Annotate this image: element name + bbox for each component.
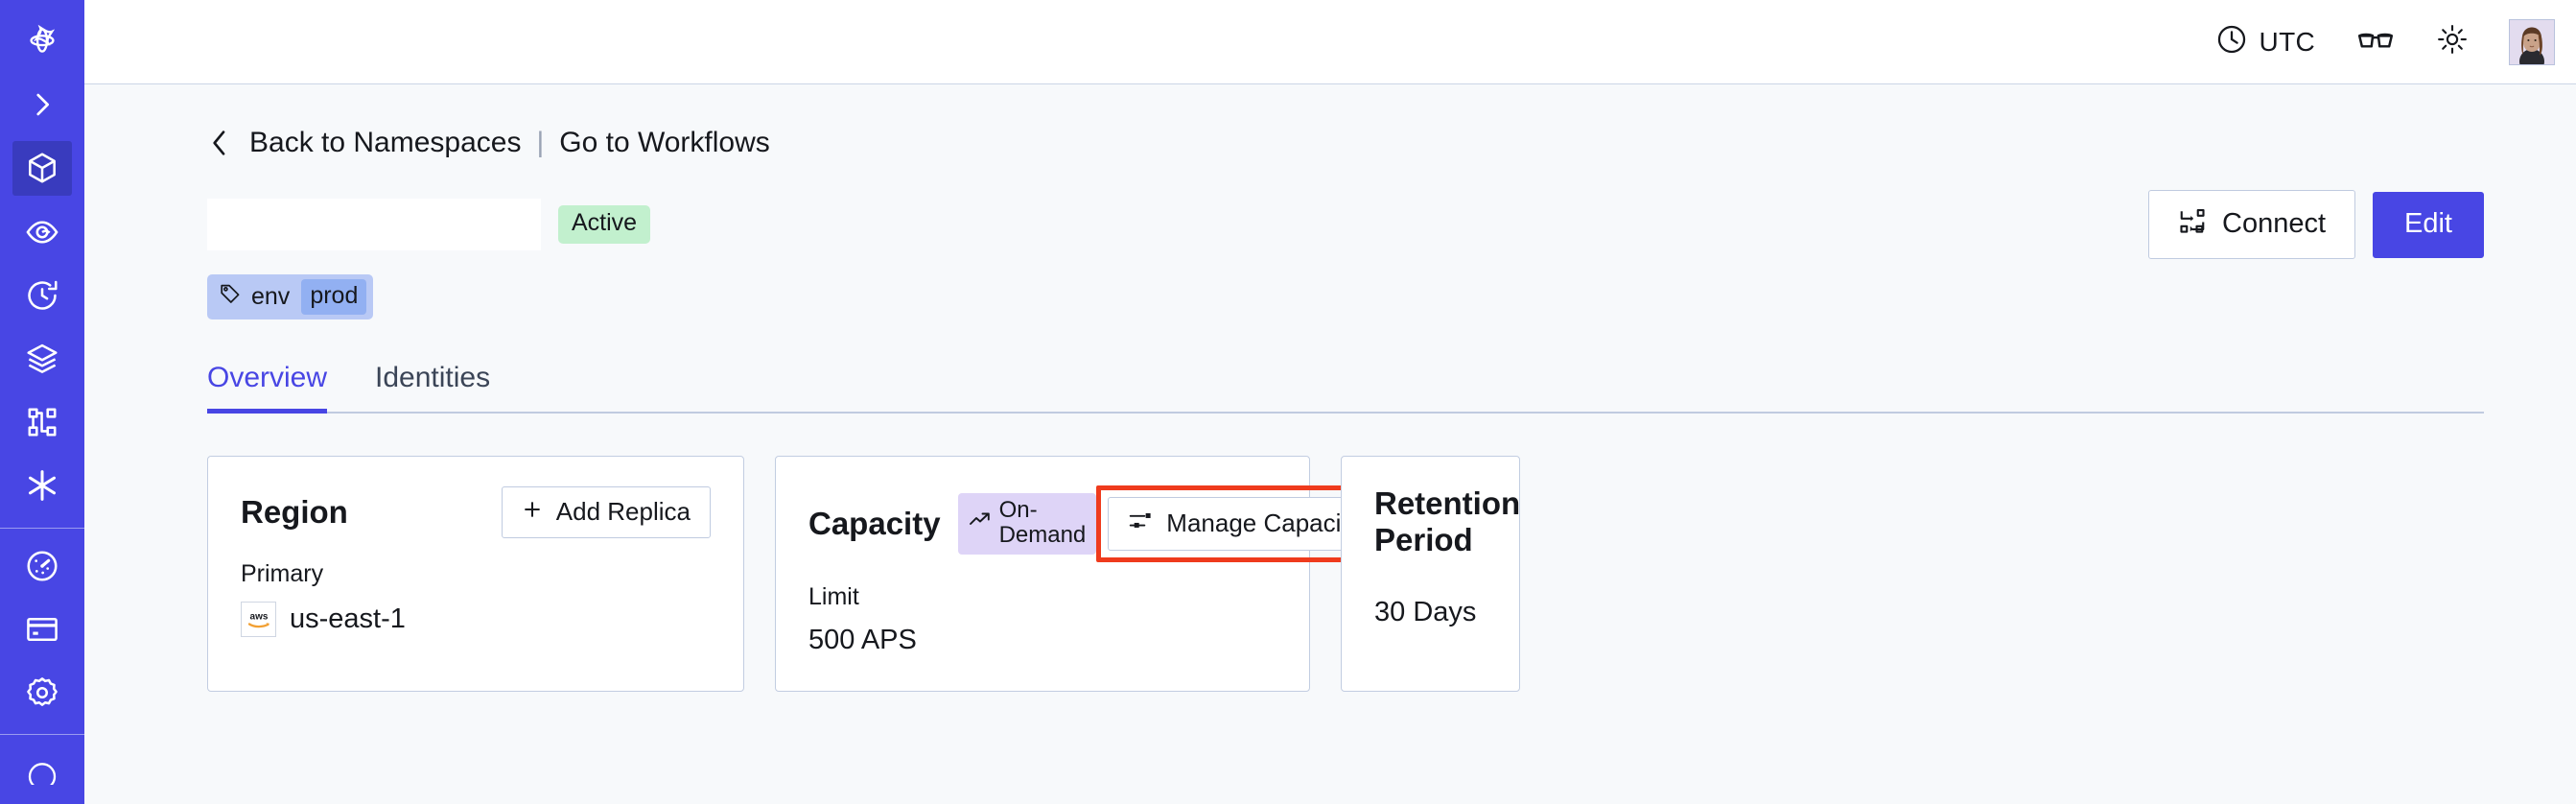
breadcrumb-separator: | [536, 127, 545, 158]
tab-identities-label: Identities [375, 362, 491, 393]
svg-text:aws: aws [249, 611, 268, 622]
trending-up-icon [969, 510, 992, 535]
clock-icon [2215, 23, 2248, 60]
add-replica-label: Add Replica [555, 497, 691, 526]
namespace-tag[interactable]: env prod [207, 274, 374, 319]
workflows-icon [25, 405, 59, 439]
capacity-card-head: Capacity On-Demand [808, 485, 1393, 562]
aws-icon: aws [241, 602, 276, 637]
status-badge: Active [558, 205, 651, 244]
sidebar-item-observability[interactable] [12, 205, 72, 259]
manage-capacity-button[interactable]: Manage Capacity [1108, 497, 1381, 551]
theme-toggle-button[interactable] [2436, 23, 2469, 60]
breadcrumb[interactable]: Back to Namespaces | Go to Workflows [207, 127, 770, 159]
batch-operations-icon [24, 341, 60, 377]
tag-value: prod [301, 279, 367, 315]
connect-button-label: Connect [2222, 207, 2327, 239]
nexus-icon [23, 466, 61, 505]
connect-icon [2178, 207, 2207, 240]
capacity-card: Capacity On-Demand [775, 456, 1393, 692]
help-icon [24, 760, 60, 785]
overview-cards: Region Add Replica [207, 456, 2484, 692]
namespace-header-row: Active [207, 190, 2484, 259]
sliders-icon [1128, 509, 1153, 536]
region-primary-value: us-east-1 [290, 603, 406, 634]
page-title [207, 199, 541, 250]
sidebar-item-nexus[interactable] [12, 459, 72, 512]
edit-button-label: Edit [2404, 207, 2452, 239]
topbar: UTC [84, 0, 2576, 84]
plus-icon [522, 499, 543, 524]
glasses-icon [2357, 24, 2394, 59]
sidebar-item-workflows[interactable] [12, 395, 72, 449]
tag-icon [219, 282, 242, 312]
sidebar-item-namespaces[interactable] [12, 141, 72, 196]
sidebar-item-help[interactable] [12, 745, 72, 799]
region-primary-label: Primary [241, 560, 324, 587]
tab-overview[interactable]: Overview [207, 362, 348, 414]
region-card-title: Region [241, 494, 348, 530]
namespaces-icon [24, 150, 60, 186]
chevron-left-icon [207, 128, 232, 158]
retention-card-head: Retention Period [1374, 485, 1520, 558]
region-card: Region Add Replica [207, 456, 744, 692]
region-card-head: Region Add Replica [241, 485, 711, 539]
retention-card: Retention Period 30 Days [1341, 456, 1520, 692]
tab-overview-label: Overview [207, 362, 328, 393]
capacity-mode-label: On-Demand [998, 496, 1087, 548]
sidebar-item-usage[interactable] [12, 538, 72, 592]
capacity-limit-value: 500 APS [808, 625, 917, 655]
billing-icon [24, 611, 60, 648]
region-card-action: Add Replica [501, 486, 711, 538]
timezone-label: UTC [2259, 26, 2315, 57]
schedules-icon [24, 277, 60, 314]
capacity-limit-label: Limit [808, 583, 859, 610]
sidebar-item-schedules[interactable] [12, 269, 72, 322]
expand-sidebar-icon[interactable] [12, 78, 72, 131]
timezone-selector[interactable]: UTC [2215, 23, 2315, 60]
sidebar-divider-bottom [0, 733, 84, 735]
breadcrumb-workflows-link[interactable]: Go to Workflows [559, 127, 770, 158]
tag-row: env prod [207, 274, 2484, 319]
observability-icon [24, 214, 60, 250]
logo-icon[interactable] [12, 14, 72, 68]
breadcrumb-back-link[interactable]: Back to Namespaces [249, 127, 522, 158]
header-actions: Connect Edit [2148, 190, 2484, 259]
reader-mode-button[interactable] [2357, 24, 2394, 59]
tag-key: env [251, 283, 291, 310]
avatar[interactable] [2509, 18, 2555, 65]
retention-value: 30 Days [1374, 597, 1477, 627]
sidebar-divider [0, 527, 84, 529]
settings-icon [24, 674, 60, 711]
tab-identities[interactable]: Identities [375, 362, 511, 412]
connect-button[interactable]: Connect [2148, 190, 2356, 259]
sun-icon [2436, 23, 2469, 60]
sidebar-item-settings[interactable] [12, 666, 72, 720]
main-area: UTC [84, 0, 2576, 804]
retention-card-title: Retention Period [1374, 485, 1521, 557]
sidebar-item-billing[interactable] [12, 603, 72, 656]
capacity-card-title: Capacity [808, 506, 941, 541]
sidebar [0, 0, 84, 804]
add-replica-button[interactable]: Add Replica [501, 486, 711, 538]
edit-button[interactable]: Edit [2373, 191, 2484, 258]
manage-capacity-label: Manage Capacity [1166, 508, 1361, 537]
capacity-mode-badge: On-Demand [957, 492, 1097, 556]
page-content: Back to Namespaces | Go to Workflows Act… [84, 84, 2576, 804]
region-primary-value-row: aws us-east-1 [241, 602, 711, 637]
tabs: Overview Identities [207, 362, 2484, 414]
sidebar-item-batch-operations[interactable] [12, 332, 72, 386]
usage-icon [24, 548, 60, 584]
manage-capacity-highlight: Manage Capacity [1096, 485, 1393, 562]
